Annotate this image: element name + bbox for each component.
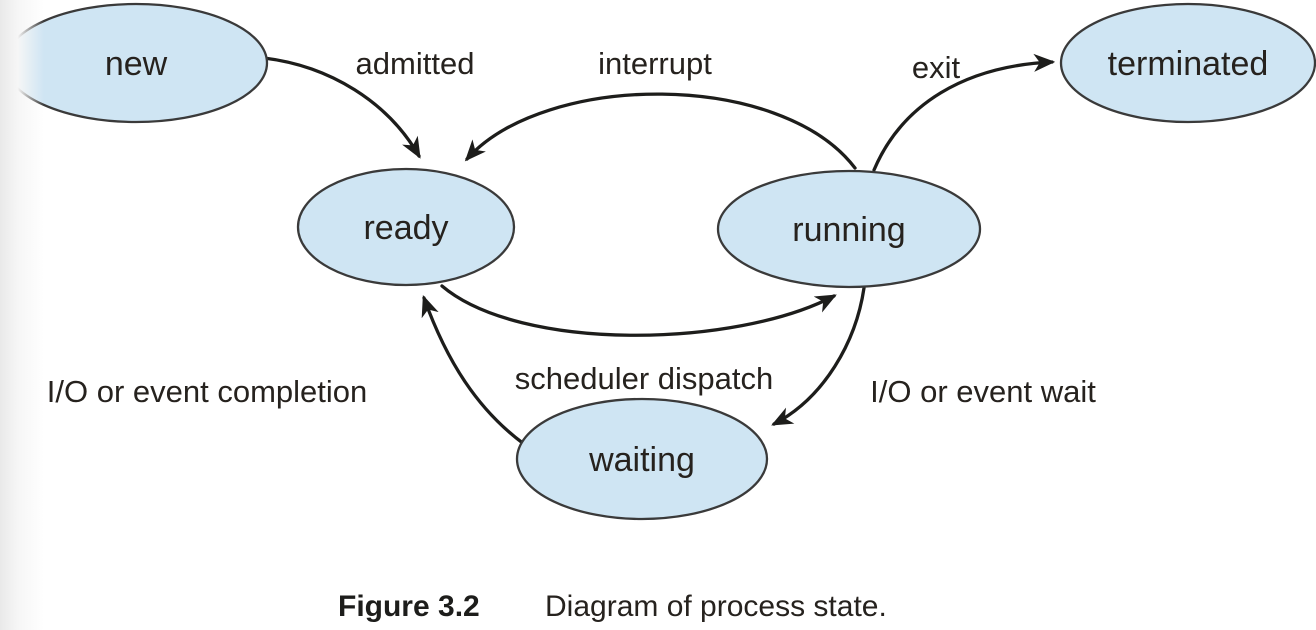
figure-caption: Figure 3.2 Diagram of process state. — [338, 590, 887, 623]
transition-exit: exit — [872, 50, 1056, 172]
state-label-terminated: terminated — [1108, 45, 1269, 83]
state-node-terminated: terminated — [1059, 2, 1316, 124]
state-ellipse-terminated — [1059, 2, 1316, 124]
transition-label-io-event-wait: I/O or event wait — [870, 374, 1096, 409]
transition-label-interrupt: interrupt — [598, 46, 712, 81]
transition-label-scheduler-dispatch: scheduler dispatch — [515, 361, 774, 396]
transition-arrow-exit — [872, 53, 1056, 172]
figure-caption-text: Diagram of process state. — [545, 590, 887, 623]
state-ellipse-ready — [296, 167, 516, 287]
transition-label-io-event-completion: I/O or event completion — [47, 374, 368, 409]
state-label-new: new — [105, 45, 168, 83]
transition-arrow-io-event-wait — [771, 286, 866, 426]
transition-arrow-interrupt — [464, 92, 857, 170]
transition-admitted: admitted — [262, 46, 475, 159]
state-label-running: running — [792, 211, 905, 249]
transition-label-exit: exit — [912, 50, 961, 85]
figure-caption-number: Figure 3.2 — [338, 590, 480, 623]
transition-label-admitted: admitted — [356, 46, 475, 81]
state-node-waiting: waiting — [515, 397, 769, 521]
state-node-running: running — [716, 169, 982, 289]
transition-interrupt: interrupt — [464, 46, 857, 170]
state-ellipse-waiting — [515, 397, 769, 521]
transition-arrow-io-event-completion — [421, 294, 526, 446]
transition-io-event-completion: I/O or event completion — [47, 294, 526, 446]
transition-scheduler-dispatch: scheduler dispatch — [440, 284, 837, 396]
state-node-new: new — [3, 2, 269, 124]
transition-arrow-admitted — [262, 56, 421, 159]
state-node-ready: ready — [296, 167, 516, 287]
state-ellipse-running — [716, 169, 982, 289]
state-label-waiting: waiting — [588, 441, 695, 479]
state-label-ready: ready — [363, 209, 448, 247]
transition-io-event-wait: I/O or event wait — [771, 286, 1096, 426]
transition-arrow-scheduler-dispatch — [440, 284, 837, 337]
